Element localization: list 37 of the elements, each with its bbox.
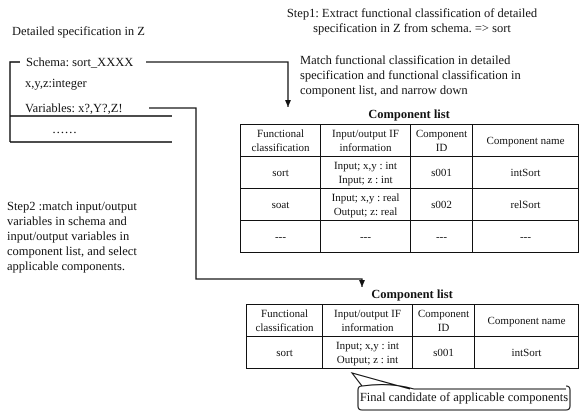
arrow — [146, 61, 291, 107]
table-cell: --- — [410, 220, 472, 252]
table-cell: --- — [472, 220, 578, 252]
table-cell: intSort — [474, 336, 578, 368]
table-cell: Functional classification — [246, 304, 322, 336]
table-caption: Component list — [367, 107, 451, 123]
table-cell: sort — [246, 336, 322, 368]
heading: Detailed specification in Z — [12, 24, 145, 39]
table-cell: s001 — [410, 156, 472, 188]
table-cell: Component name — [472, 124, 578, 156]
table-cell: Component ID — [412, 304, 474, 336]
table-cell: s001 — [412, 336, 474, 368]
arrow — [149, 107, 365, 287]
schema-line: x,y,z:integer — [25, 76, 87, 91]
table-cell: Functional classification — [240, 124, 320, 156]
table-cell: intSort — [472, 156, 578, 188]
table-cell: soat — [240, 188, 320, 220]
table-caption: Component list — [370, 287, 454, 303]
table-cell: s002 — [410, 188, 472, 220]
note-text: Match functional classification in detailed specification and functional classification in component list, and narrow down — [300, 53, 522, 98]
table-cell: --- — [240, 220, 320, 252]
note-text: Step2 :match input/output variables in schema and input/output variables in component list, and select applicable components. — [7, 199, 138, 274]
table-cell: sort — [240, 156, 320, 188]
table-cell: Input; x,y : int Input; z : int — [320, 156, 410, 188]
table-cell: Input/output IF information — [320, 124, 410, 156]
schema-line: Variables: x?,Y?,Z! — [25, 100, 149, 116]
table-cell: Input; x,y : int Output; z : int — [322, 336, 412, 368]
table-cell: --- — [320, 220, 410, 252]
note-text: Step1: Extract functional classification of detailed specification in Z from schema. => sort — [286, 6, 538, 36]
callout-bubble: Final candidate of applicable components — [350, 368, 578, 412]
table-cell: relSort — [472, 188, 578, 220]
schema-line: …… — [52, 122, 77, 137]
schema-line: Schema: sort_XXXX — [26, 54, 146, 70]
table-cell: Input; x,y : real Output; z: real — [320, 188, 410, 220]
table-cell: Input/output IF information — [322, 304, 412, 336]
table-cell: Component name — [474, 304, 578, 336]
table-cell: Component ID — [410, 124, 472, 156]
